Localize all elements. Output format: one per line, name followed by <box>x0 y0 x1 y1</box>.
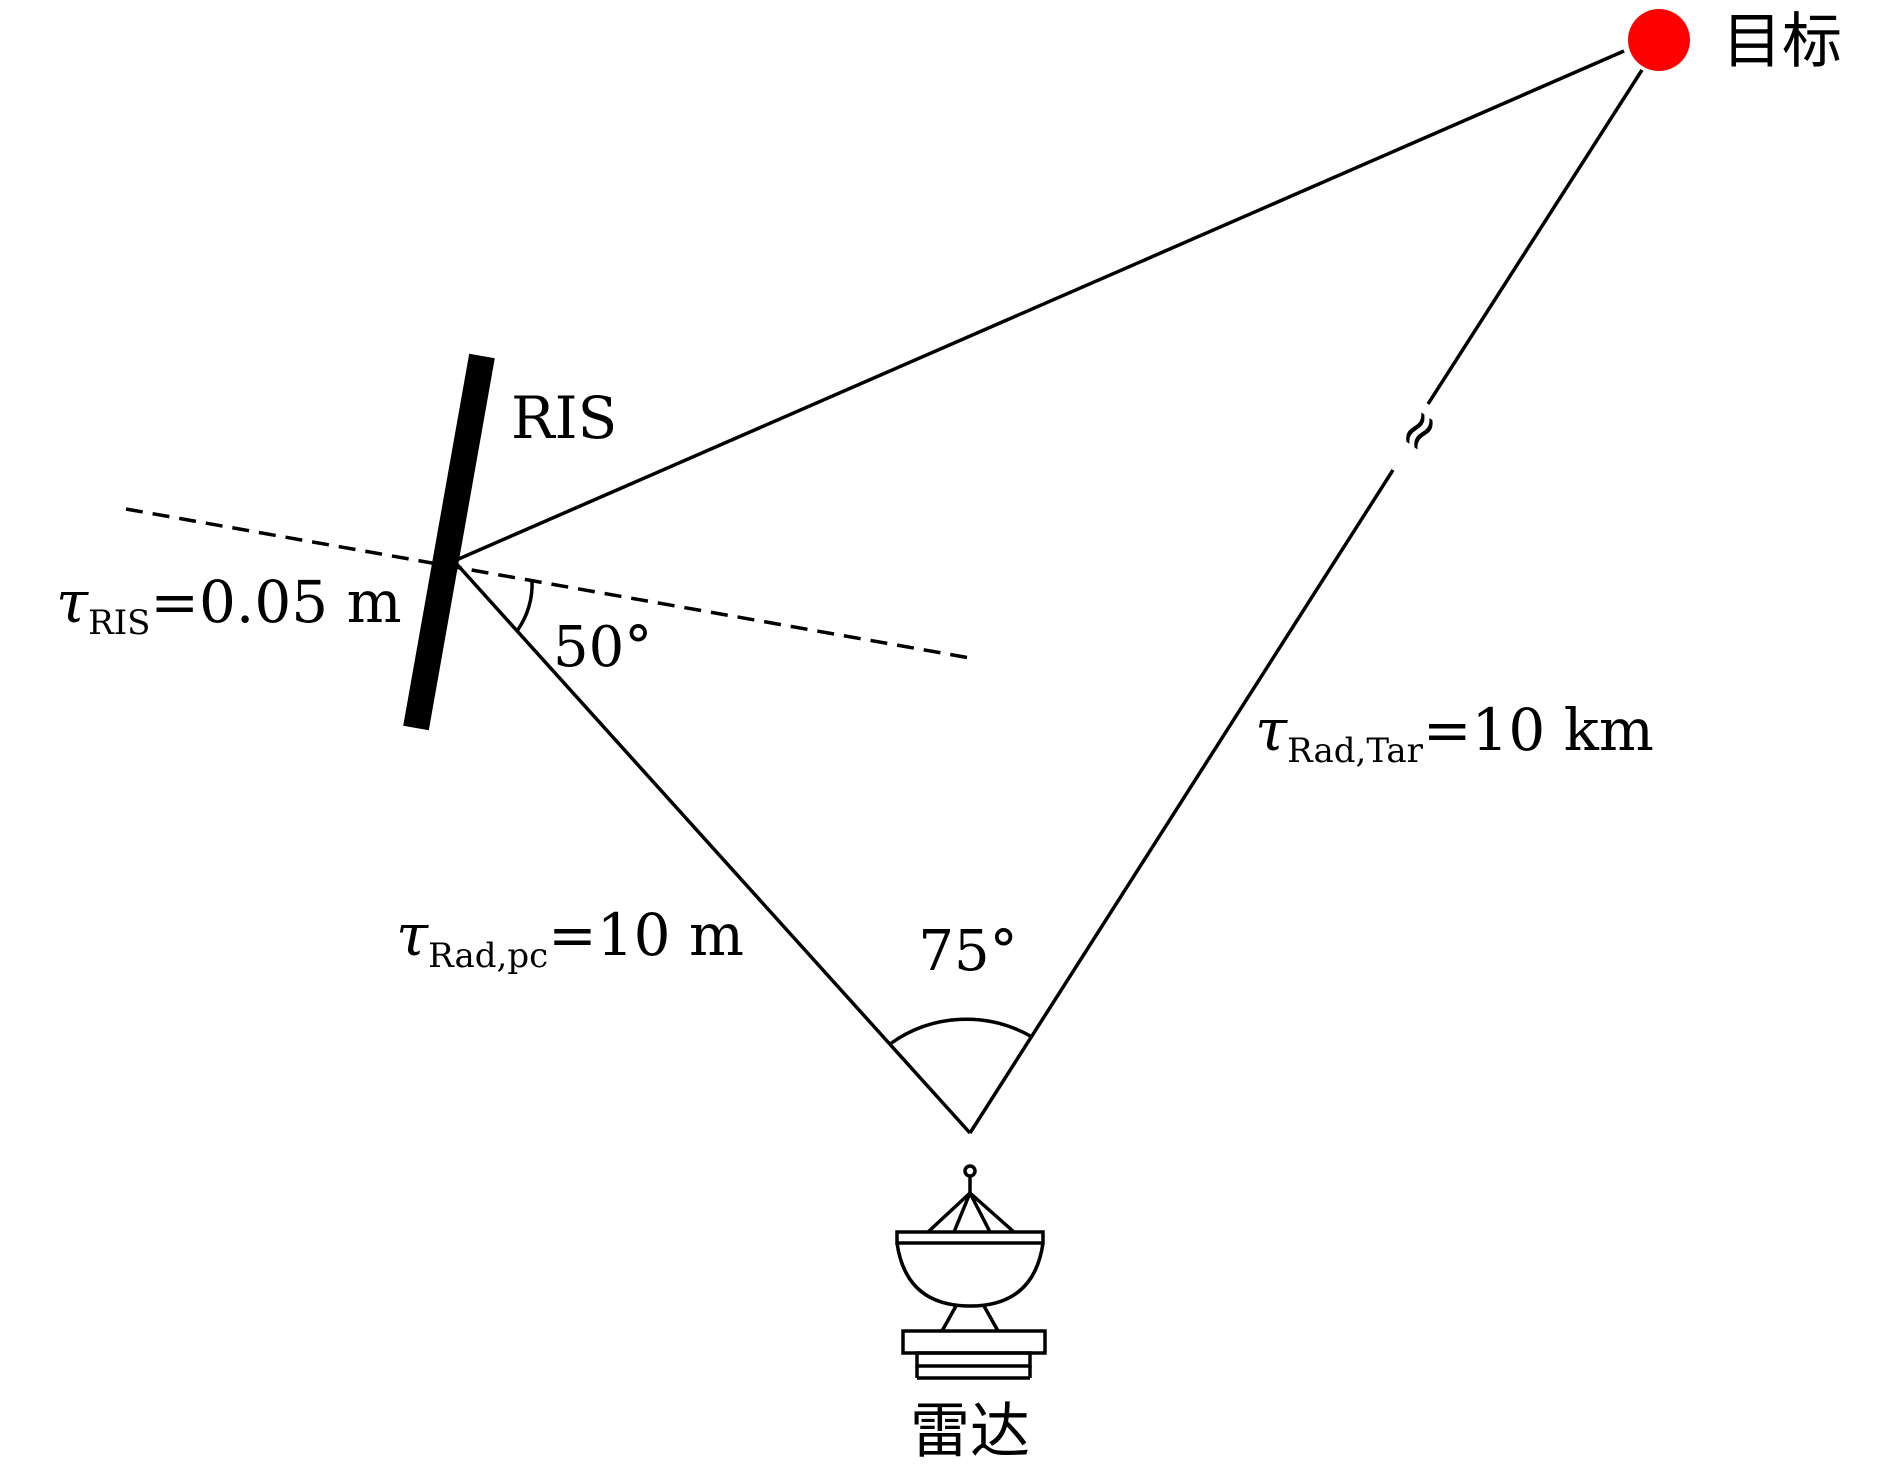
ris-normal-dashed-line <box>125 507 971 660</box>
approx-symbol: ≈ <box>1382 396 1456 466</box>
target-dot-icon <box>1628 9 1690 71</box>
radar-target-path-lower <box>968 469 1395 1134</box>
ris-label: RIS <box>511 384 617 452</box>
ris-panel <box>403 353 495 731</box>
radar-target-path-upper <box>1426 69 1644 405</box>
tau-ris-label: τRIS=0.05 m <box>56 568 402 643</box>
tau-rad-tar-label: τRad,Tar=10 km <box>1255 696 1654 771</box>
target-label: 目标 <box>1722 7 1842 77</box>
radar-angle-label: 75° <box>918 919 1017 984</box>
ris-angle-arc <box>515 579 534 633</box>
ris-target-path <box>453 49 1625 563</box>
tau-rad-pc-label: τRad,pc=10 m <box>396 901 744 976</box>
ris-angle-label: 50° <box>553 615 652 680</box>
radar-dish-icon <box>895 1164 1047 1380</box>
radar-label: 雷达 <box>910 1397 1030 1467</box>
radar-angle-arc <box>888 1017 1033 1046</box>
radar-ris-path <box>452 559 972 1135</box>
